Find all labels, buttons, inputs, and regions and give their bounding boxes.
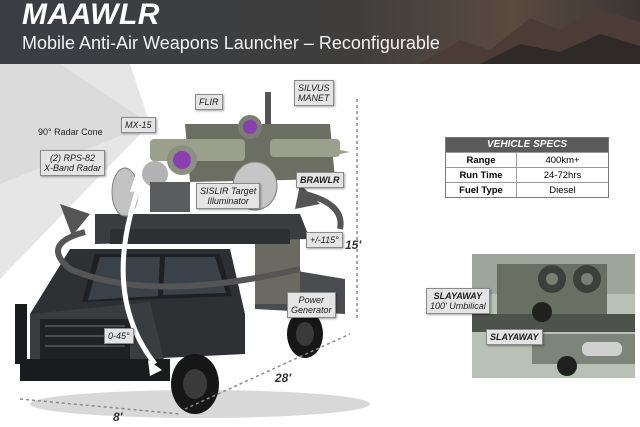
spec-value: Diesel xyxy=(516,182,608,197)
silvus-manet-label-line1: SILVUS xyxy=(298,83,330,93)
brawlr-label: BRAWLR xyxy=(296,172,344,188)
height-dimension: 15' xyxy=(345,238,362,252)
spec-label: Run Time xyxy=(446,167,517,183)
spec-value: 24-72hrs xyxy=(516,167,608,183)
radar-cone-label: 90° Radar Cone xyxy=(38,127,103,137)
vehicle-specs-table: VEHICLE SPECS Range 400km+ Run Time 24-7… xyxy=(445,137,609,198)
truck-illustration xyxy=(15,92,370,418)
silvus-manet-label-line2: MANET xyxy=(298,93,330,103)
power-generator-label: Power Generator xyxy=(287,292,336,318)
azimuth-label: +/-115° xyxy=(306,232,343,248)
rps82-radar-label-line1: (2) RPS-82 xyxy=(50,153,96,163)
power-generator-label-line1: Power xyxy=(298,295,325,305)
slayaway-umbilical-label-line1: SLAYAWAY xyxy=(433,291,483,301)
table-row: Run Time 24-72hrs xyxy=(446,167,608,183)
page-title: MAAWLR xyxy=(22,0,160,31)
mx15-label: MX-15 xyxy=(121,117,156,133)
spec-label: Fuel Type xyxy=(446,182,517,197)
table-row: Range 400km+ xyxy=(446,152,608,168)
width-dimension: 8' xyxy=(113,410,123,424)
vehicle-specs-heading: VEHICLE SPECS xyxy=(446,138,608,152)
page-subtitle: Mobile Anti-Air Weapons Launcher – Recon… xyxy=(22,33,440,53)
table-row: Fuel Type Diesel xyxy=(446,182,608,197)
slayaway-label: SLAYAWAY xyxy=(486,329,543,345)
slayaway-inset-photo xyxy=(472,254,635,378)
power-generator-label-line2: Generator xyxy=(291,305,332,315)
slayaway-umbilical-label: SLAYAWAY 100' Umbilical xyxy=(426,288,490,314)
spec-value: 400km+ xyxy=(516,152,608,168)
mountain-backdrop xyxy=(420,8,640,64)
rps82-radar-label-line2: X-Band Radar xyxy=(44,163,102,173)
header-banner: MAAWLR Mobile Anti-Air Weapons Launcher … xyxy=(0,0,640,64)
flir-label: FLIR xyxy=(195,94,223,110)
rps82-radar-label: (2) RPS-82 X-Band Radar xyxy=(40,150,106,176)
sislir-illuminator-label-line2: Illuminator xyxy=(207,196,249,206)
slayaway-trailer-illustration xyxy=(472,254,635,378)
elevation-label: 0-45° xyxy=(104,328,134,344)
slayaway-umbilical-label-line2: 100' Umbilical xyxy=(430,301,486,311)
silvus-manet-label: SILVUS MANET xyxy=(294,80,334,106)
length-dimension: 28' xyxy=(275,371,292,385)
spec-label: Range xyxy=(446,152,517,168)
sislir-illuminator-label-line1: SISLIR Target xyxy=(200,186,257,196)
sislir-illuminator-label: SISLIR Target Illuminator xyxy=(196,183,261,209)
vehicle-specs-rows: Range 400km+ Run Time 24-72hrs Fuel Type… xyxy=(446,152,608,197)
